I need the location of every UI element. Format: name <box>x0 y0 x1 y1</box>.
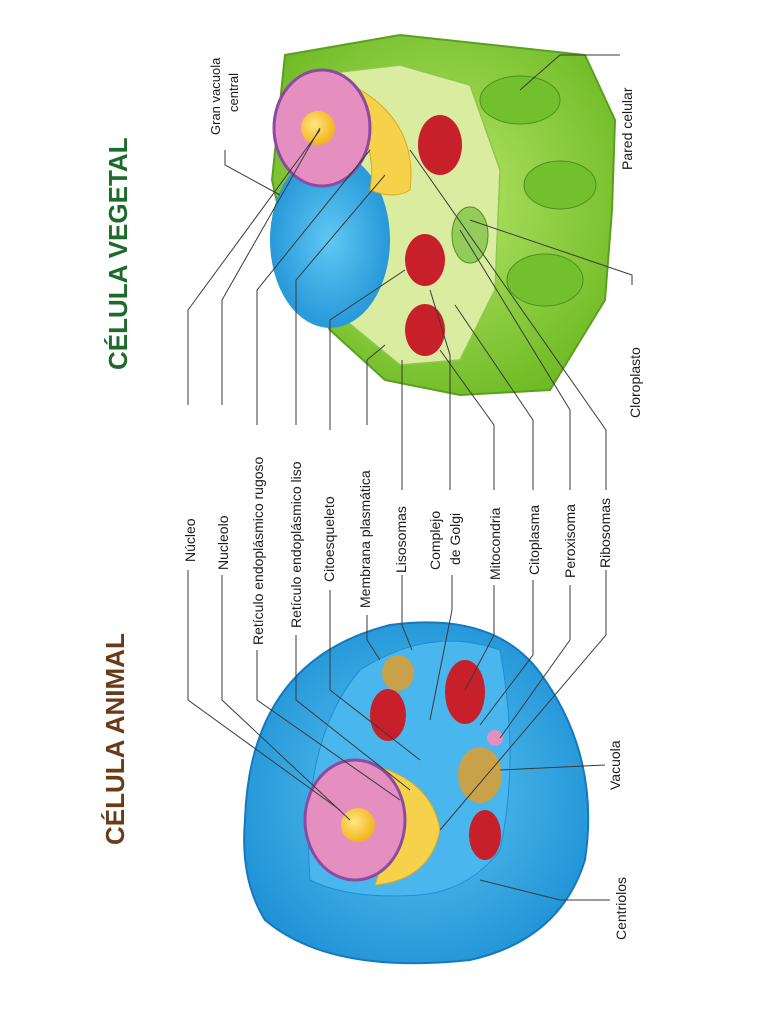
label-lisosomas: Lisosomas <box>393 506 409 573</box>
vegetal-title: CÉLULA VEGETAL <box>103 137 133 370</box>
animal-mitochondria <box>370 660 501 860</box>
plant-mitochondria <box>405 115 462 356</box>
label-ribosomas: Ribosomas <box>597 498 613 568</box>
animal-nucleolus-shape <box>341 808 375 842</box>
label-gran-vacuola-1: Gran vacuola <box>208 57 223 135</box>
label-centriolos: Centriolos <box>613 877 629 940</box>
leader-lines <box>187 54 633 901</box>
animal-cell <box>243 621 590 965</box>
label-rer: Retículo endoplásmico rugoso <box>250 456 266 645</box>
label-golgi-2: de Golgi <box>447 513 463 565</box>
plant-cell <box>270 33 617 397</box>
animal-title: CÉLULA ANIMAL <box>100 633 130 845</box>
label-peroxisoma: Peroxisoma <box>562 504 578 578</box>
animal-lysosome-shape <box>382 655 414 691</box>
plant-nucleolus-shape <box>301 111 335 145</box>
label-citoplasma: Citoplasma <box>526 505 542 575</box>
label-membrana: Membrana plasmática <box>357 470 373 608</box>
label-rel: Retículo endoplásmico liso <box>288 461 304 628</box>
label-gran-vacuola-2: central <box>226 73 241 112</box>
animal-vacuole-shape <box>458 747 502 803</box>
animal-peroxisome-shape <box>487 730 503 746</box>
label-vacuola: Vacuola <box>607 740 623 790</box>
label-cloroplasto: Cloroplasto <box>627 347 643 418</box>
label-nucleo: Núcleo <box>182 518 198 562</box>
label-nucleolo: Nucleolo <box>215 515 231 570</box>
label-mitocondria: Mitocondria <box>487 507 503 580</box>
label-golgi-1: Complejo <box>427 511 443 570</box>
label-citoesqueleto: Citoesqueleto <box>321 496 337 582</box>
label-pared: Pared celular <box>619 87 635 170</box>
